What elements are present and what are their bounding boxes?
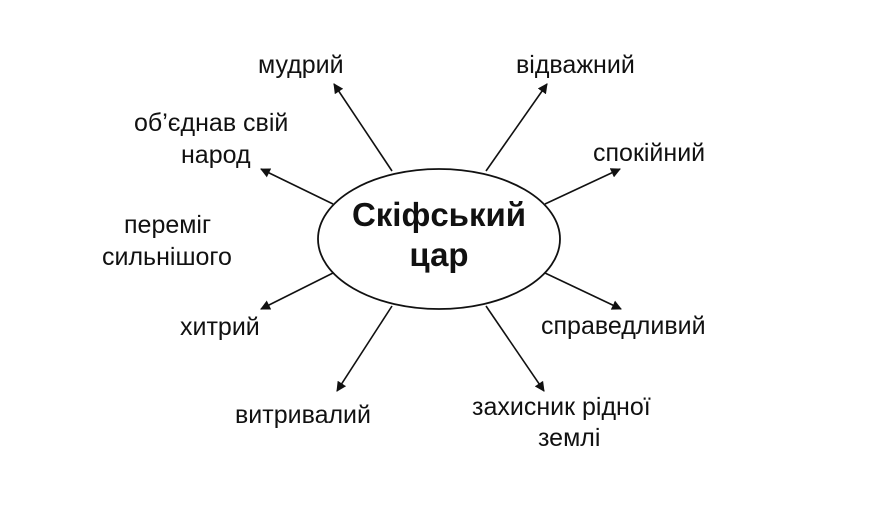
arrow-to-zakhysnyk <box>485 305 545 392</box>
trait-zakhysnyk-line-1: захисник рідної <box>472 393 651 421</box>
trait-obiednav-line-2: народ <box>181 141 251 169</box>
trait-peremih-line-2: сильнішого <box>102 243 232 271</box>
arrow-to-mudryi <box>333 83 393 172</box>
arrow-to-khytryi <box>260 272 334 310</box>
arrow-to-obiednav <box>260 168 334 205</box>
trait-spokiinyi: спокійний <box>593 139 706 167</box>
center-label-line-2: цар <box>409 236 469 273</box>
trait-spravedlyvyi: справедливий <box>541 312 706 340</box>
trait-mudryi: мудрий <box>258 51 344 79</box>
trait-zakhysnyk-line-2: землі <box>538 424 601 452</box>
arrow-to-vidvazhnyi <box>485 83 548 172</box>
center-label-line-1: Скіфський <box>351 196 527 233</box>
trait-khytryi: хитрий <box>180 313 260 341</box>
arrow-to-vytryvalyi <box>336 305 393 392</box>
trait-peremih-line-1: переміг <box>124 211 212 239</box>
trait-vytryvalyi: витривалий <box>235 401 371 429</box>
arrow-to-spokiinyi <box>544 168 621 205</box>
center-ellipse <box>317 168 561 310</box>
center-label: Скіфський цар <box>318 195 560 275</box>
arrow-to-spravedlyvyi <box>544 272 622 310</box>
trait-vidvazhnyi: відважний <box>516 51 635 79</box>
trait-obiednav-line-1: об’єднав свій <box>134 109 289 137</box>
